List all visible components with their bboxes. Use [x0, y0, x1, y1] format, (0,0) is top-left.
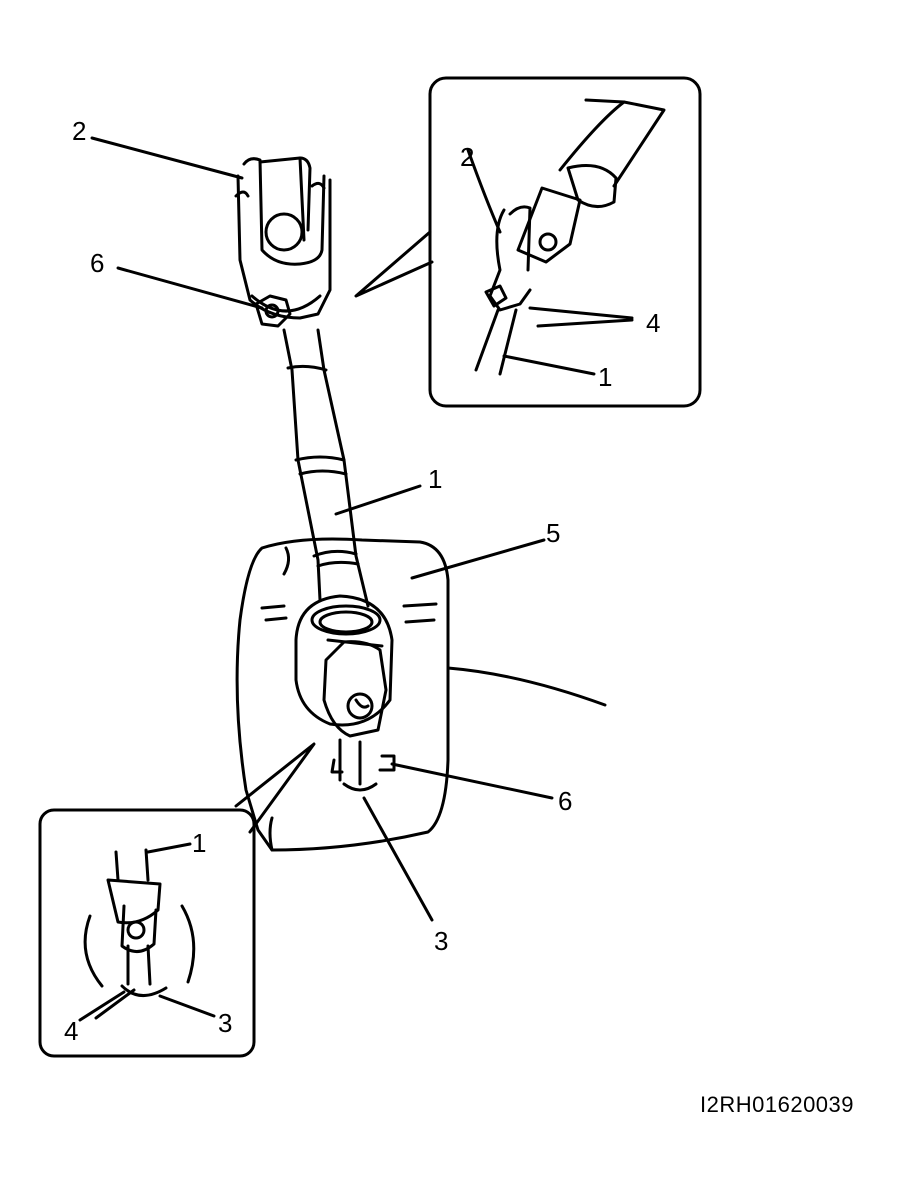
callout-5: 5 [546, 518, 560, 548]
inset-top-callout-4: 4 [646, 308, 660, 338]
inset-bottom-callout-3: 3 [218, 1008, 232, 1038]
inset-bottom-callout-4: 4 [64, 1016, 78, 1046]
dash-panel [235, 537, 450, 852]
inset-top-callout-2: 2 [460, 142, 474, 172]
figure-code: I2RH01620039 [700, 1092, 855, 1117]
detail-inset-top [428, 76, 702, 408]
callout-2: 2 [72, 116, 86, 146]
callout-6-lower: 6 [558, 786, 572, 816]
lower-yoke [322, 640, 388, 738]
inset-top-callout-1: 1 [598, 362, 612, 392]
detail-inset-bottom [38, 808, 256, 1058]
callout-3: 3 [434, 926, 448, 956]
callout-6: 6 [90, 248, 104, 278]
callout-1: 1 [428, 464, 442, 494]
upper-bolt-nut [254, 294, 292, 328]
inset-bottom-callout-1: 1 [192, 828, 206, 858]
